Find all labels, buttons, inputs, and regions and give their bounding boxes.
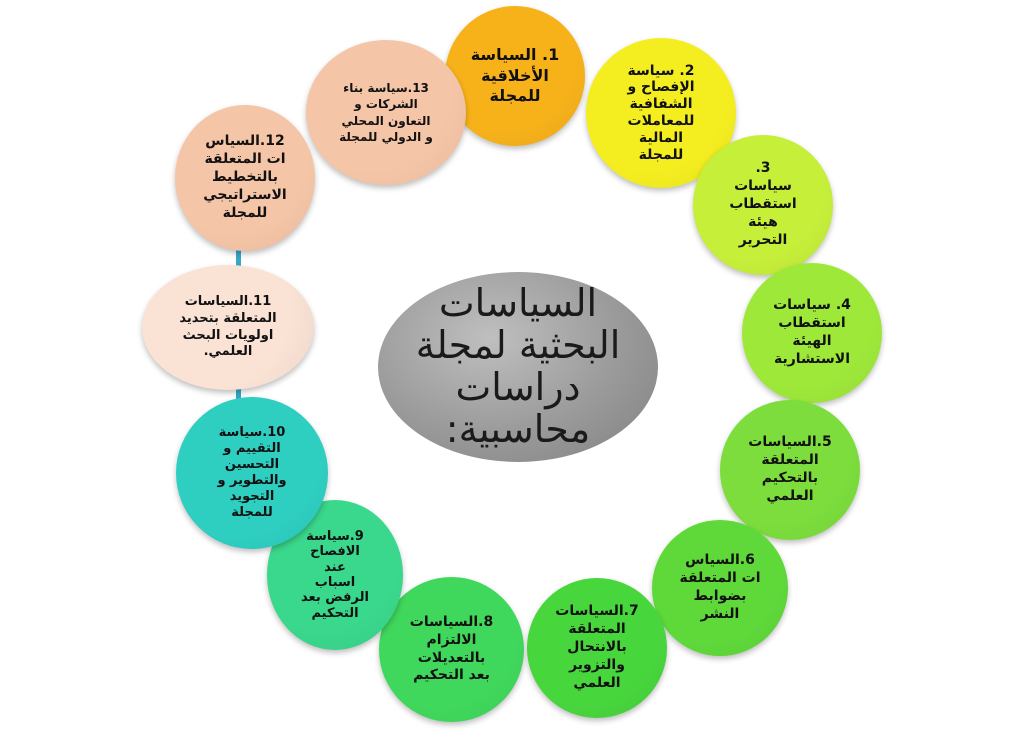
policy-node-9-label: 9.سياسة الافصاح عند اسباب الرفض بعد التح… <box>301 529 369 621</box>
policy-node-11-label: 11.السياسات المتعلقة بتحديد اولويات البح… <box>179 294 277 360</box>
policy-node-6-label: 6.السياس ات المتعلقة بضوابط النشر <box>679 552 761 622</box>
connector-line <box>236 236 241 276</box>
connector-line <box>236 378 241 414</box>
policy-node-4-label: 4. سياسات استقطاب الهيئة الاستشارية <box>773 297 851 367</box>
policy-node-8-label: 8.السياسات الالتزام بالتعديلات بعد التحك… <box>409 613 494 684</box>
policy-node-13: 13.سياسة بناء الشركات و التعاون المحلي و… <box>306 40 466 185</box>
policy-node-12-label: 12.السياس ات المتعلقة بالتخطيط الاستراتي… <box>203 133 287 221</box>
center-title: السياسات البحثية لمجلة دراسات محاسبية: <box>415 281 621 451</box>
policy-node-12: 12.السياس ات المتعلقة بالتخطيط الاستراتي… <box>175 105 315 251</box>
policy-node-10-label: 10.سياسة التقييم و التحسين والتطوير و ال… <box>217 425 287 520</box>
policy-node-1: 1. السياسة الأخلاقية للمجلة <box>445 6 585 146</box>
policy-node-9: 9.سياسة الافصاح عند اسباب الرفض بعد التح… <box>267 500 403 650</box>
policy-node-11: 11.السياسات المتعلقة بتحديد اولويات البح… <box>142 265 314 390</box>
policy-node-6: 6.السياس ات المتعلقة بضوابط النشر <box>652 520 788 656</box>
policy-node-7-label: 7.السياسات المتعلقة بالانتحال والتزوير ا… <box>555 603 639 691</box>
policy-node-8: 8.السياسات الالتزام بالتعديلات بعد التحك… <box>379 577 524 722</box>
center-title-ellipse: السياسات البحثية لمجلة دراسات محاسبية: <box>378 272 658 462</box>
policy-node-10: 10.سياسة التقييم و التحسين والتطوير و ال… <box>176 397 328 549</box>
policy-node-5-label: 5.السياسات المتعلقة بالتحكيم العلمي <box>748 434 832 504</box>
policy-node-3: 3. سياسات استقطاب هيئة التحرير <box>693 135 833 275</box>
policy-node-3-label: 3. سياسات استقطاب هيئة التحرير <box>729 160 797 248</box>
policy-node-1-label: 1. السياسة الأخلاقية للمجلة <box>470 45 560 106</box>
policy-node-7: 7.السياسات المتعلقة بالانتحال والتزوير ا… <box>527 578 667 718</box>
policy-node-2-label: 2. سياسة الإفصاح و الشفافية للمعاملات ال… <box>627 62 695 163</box>
policy-node-4: 4. سياسات استقطاب الهيئة الاستشارية <box>742 263 882 403</box>
policy-node-2: 2. سياسة الإفصاح و الشفافية للمعاملات ال… <box>586 38 736 188</box>
policy-node-13-label: 13.سياسة بناء الشركات و التعاون المحلي و… <box>339 81 433 144</box>
policy-node-5: 5.السياسات المتعلقة بالتحكيم العلمي <box>720 400 860 540</box>
